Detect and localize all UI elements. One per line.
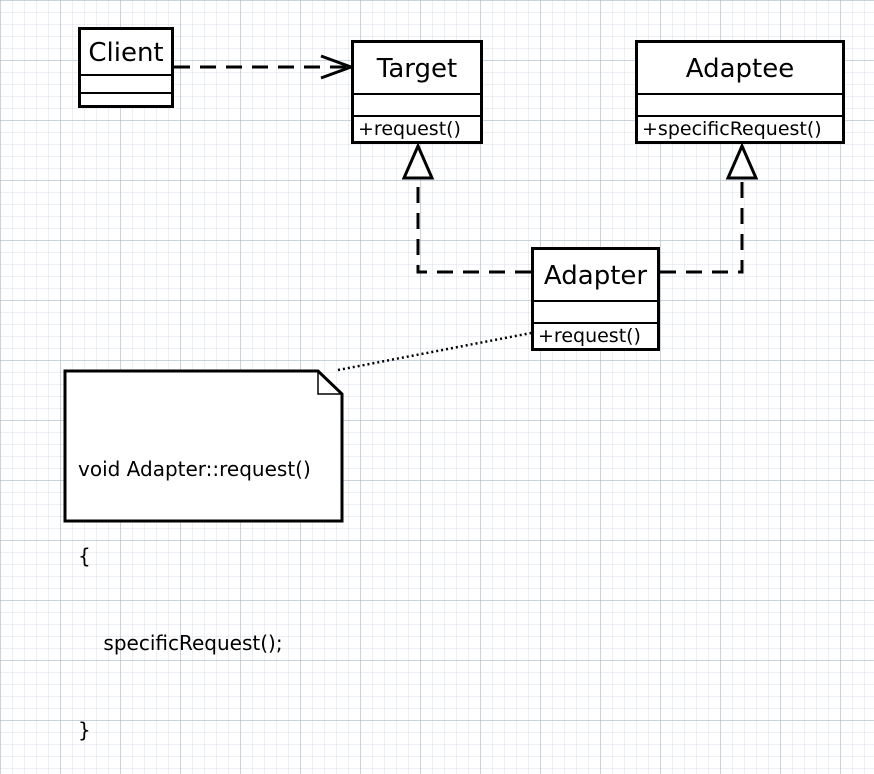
class-adapter[interactable]: Adapter +request() <box>531 247 660 351</box>
note-line: specificRequest(); <box>78 631 283 655</box>
note-text[interactable]: void Adapter::request() { specificReques… <box>78 397 311 774</box>
class-client-attributes <box>81 76 171 94</box>
note-shape <box>63 369 344 523</box>
class-adapter-name: Adapter <box>534 250 657 302</box>
class-target[interactable]: Target +request() <box>351 40 483 144</box>
class-client-name: Client <box>81 30 171 76</box>
class-target-attributes <box>354 95 480 117</box>
realization-triangle-target <box>401 142 435 180</box>
class-target-operation: +request() <box>358 118 461 140</box>
class-adaptee-name: Adaptee <box>638 43 842 95</box>
class-client-operations <box>81 94 171 105</box>
realization-line-adapter-adaptee <box>660 178 744 274</box>
note-line: } <box>78 718 91 742</box>
realization-triangle-adaptee <box>725 142 759 180</box>
class-adaptee-attributes <box>638 95 842 117</box>
class-adaptee[interactable]: Adaptee +specificRequest() <box>635 40 845 144</box>
note-line: { <box>78 544 91 568</box>
class-adapter-operation: +request() <box>538 325 641 347</box>
class-target-name: Target <box>354 43 480 95</box>
class-adaptee-operation: +specificRequest() <box>642 118 822 140</box>
note-fold <box>317 371 342 395</box>
diagram-canvas <box>63 54 759 523</box>
class-adapter-attributes <box>534 302 657 324</box>
realization-line-adapter-target <box>416 178 531 274</box>
note-line: void Adapter::request() <box>78 457 311 481</box>
note-anchor-line <box>337 331 532 372</box>
class-client[interactable]: Client <box>78 27 174 108</box>
